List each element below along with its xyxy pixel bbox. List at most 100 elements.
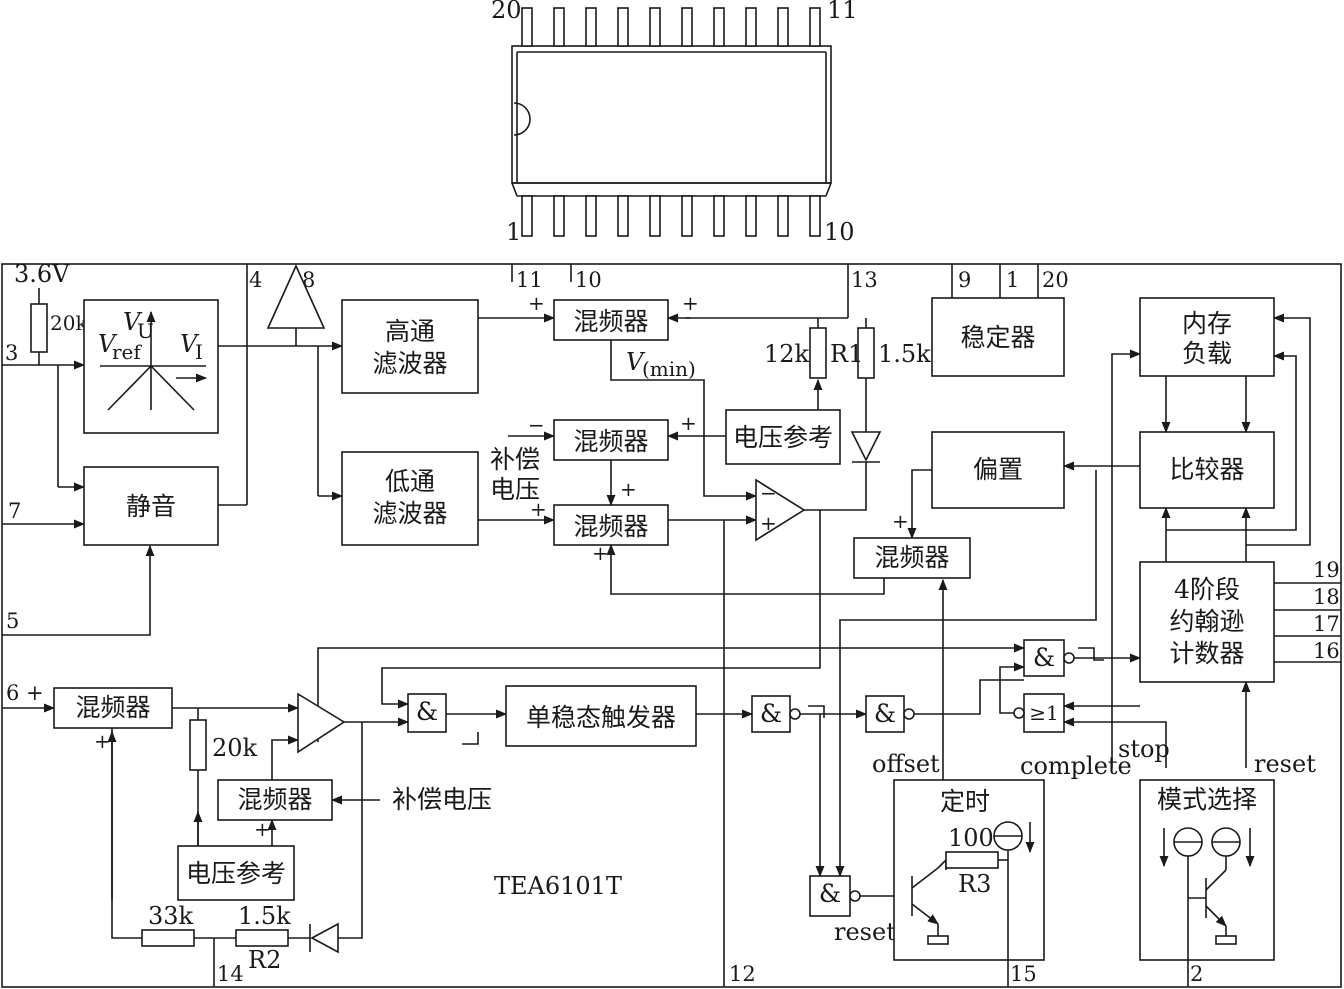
monostable-label: 单稳态触发器 [526, 703, 676, 732]
svg-text:+: + [680, 411, 697, 435]
low-pass-label-2: 滤波器 [372, 499, 447, 528]
mode-select-block [1139, 779, 1275, 961]
pin-9: 9 [958, 268, 971, 292]
memory-load-block [1139, 297, 1275, 377]
resistor-20k-label: 20k [50, 311, 88, 335]
offset-label: offset [872, 750, 940, 778]
package-pin [553, 195, 565, 237]
comparator-amp-bottom [297, 692, 346, 754]
package-pin [617, 195, 629, 237]
resistor-20k-bottom [189, 719, 207, 771]
resistor-r1 [809, 327, 827, 379]
mute-block [83, 466, 219, 546]
chip-name: TEA6101T [494, 872, 622, 900]
pin-1: 1 [1006, 268, 1019, 292]
r3-label: R3 [958, 870, 991, 898]
stop-label: stop [1118, 735, 1170, 763]
mixer-right-label: 混频器 [874, 543, 949, 572]
counter-label-2: 约翰逊 [1169, 607, 1244, 636]
voltage-ref-block-bottom [177, 845, 295, 901]
package-pin [681, 7, 693, 47]
high-pass-filter-block [341, 299, 479, 394]
comp-voltage-label-2: 电压 [490, 475, 540, 504]
pin-2: 2 [1190, 962, 1203, 986]
pin-14: 14 [217, 962, 244, 986]
pin-3: 3 [5, 341, 18, 365]
high-pass-label-2: 滤波器 [372, 349, 447, 378]
svg-text:+: + [254, 817, 271, 841]
pin-17: 17 [1313, 612, 1340, 636]
svg-text:−: − [760, 481, 777, 505]
package-pin [809, 7, 821, 47]
r2-label: R2 [248, 946, 281, 974]
package-pin [681, 195, 693, 237]
svg-text:+: + [530, 497, 547, 521]
package-body [511, 45, 832, 184]
pin-7: 7 [8, 499, 21, 523]
package-pin [585, 195, 597, 237]
mode-select-label: 模式选择 [1157, 785, 1257, 814]
mute-label: 静音 [126, 492, 176, 521]
mixer-bottom-left-label: 混频器 [75, 693, 150, 722]
voltage-ref-top-label: 电压参考 [733, 423, 833, 452]
mixer-top [553, 299, 669, 341]
pin-10: 10 [575, 268, 602, 292]
vi-sub: I [195, 340, 203, 364]
outer-frame [1, 263, 1342, 988]
comparator-block [1139, 431, 1275, 509]
monostable-block [505, 685, 697, 747]
counter-label-3: 计数器 [1169, 639, 1244, 668]
resistor-20k-input [30, 303, 48, 353]
stabilizer-block [931, 297, 1065, 377]
svg-text:−: − [528, 413, 545, 437]
pin-15: 15 [1010, 962, 1037, 986]
pin-label-1: 1 [506, 218, 521, 246]
svg-text:+: + [760, 511, 777, 535]
svg-text:&: & [819, 879, 841, 908]
svg-text:&: & [1033, 643, 1055, 672]
package-pin [649, 195, 661, 237]
and-gate-right [865, 695, 905, 733]
svg-text:≥1: ≥1 [1029, 701, 1058, 725]
svg-text:+: + [94, 729, 111, 753]
package-pin [521, 7, 533, 47]
svg-text:&: & [874, 699, 896, 728]
and-gate-counter [1023, 639, 1065, 677]
r1-label: R1 [830, 340, 863, 368]
package-pin [713, 195, 725, 237]
low-pass-filter-block [341, 451, 479, 546]
memory-label-2: 负载 [1182, 339, 1232, 368]
high-pass-label-1: 高通 [385, 317, 435, 346]
and-gate-left [407, 693, 447, 733]
pin-16: 16 [1313, 639, 1340, 663]
package-pin [777, 195, 789, 237]
voltage-ref-bottom-label: 电压参考 [186, 859, 286, 888]
pin-13: 13 [851, 268, 878, 292]
svg-text:&: & [416, 697, 438, 726]
svg-text:+: + [528, 291, 545, 315]
pin-5: 5 [6, 609, 19, 633]
pin-label-11: 11 [827, 0, 858, 24]
supply-label: 3.6V [14, 260, 70, 288]
package-pin [585, 7, 597, 47]
r12k-label: 12k [764, 340, 810, 368]
resistor-r3 [945, 851, 999, 869]
svg-text:&: & [760, 699, 782, 728]
timer-block [893, 779, 1045, 961]
resistor-33k [141, 929, 195, 947]
r15k-top-label: 1.5k [878, 340, 931, 368]
reset-bottom-label: reset [834, 918, 896, 946]
svg-text:+: + [682, 291, 699, 315]
vi-label: V [180, 330, 200, 358]
package-pins-top [521, 7, 821, 47]
vu-sub: U [137, 319, 154, 343]
ic-package: 20 11 1 10 [491, 0, 858, 246]
mixer-bottom-center-label: 混频器 [237, 785, 312, 814]
pin-18: 18 [1313, 585, 1340, 609]
resistor-r2 [235, 929, 289, 947]
vref-sub: ref [112, 340, 142, 364]
package-pin [649, 7, 661, 47]
comparator-label: 比较器 [1169, 455, 1244, 484]
